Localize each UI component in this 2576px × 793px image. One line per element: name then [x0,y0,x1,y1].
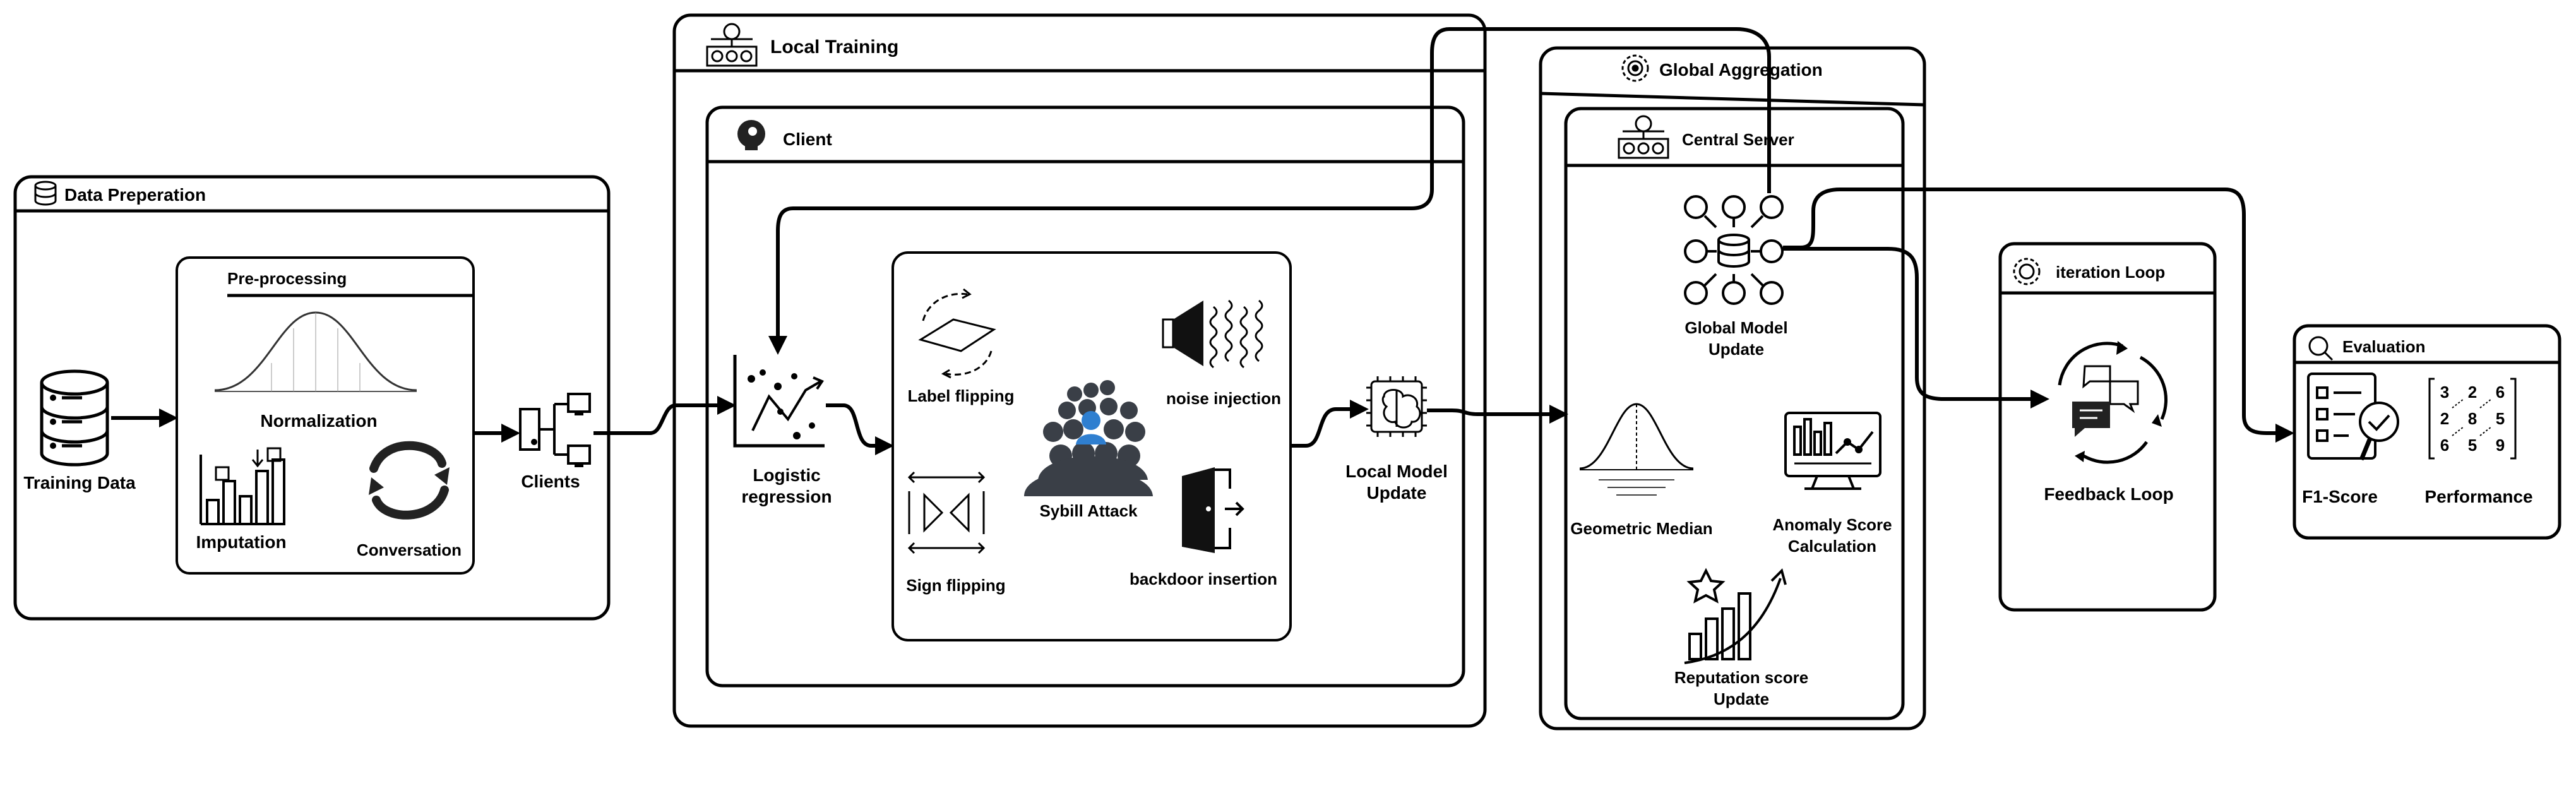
global-model-update-line1: Global Model [1685,318,1787,337]
label-flipping-label: Label flipping [908,386,1015,405]
central-server-panel: Central Server Global Model Update [1564,107,1905,720]
arrow-clients-to-logistic [593,396,736,435]
checklist-icon [2307,373,2399,461]
clients-label: Clients [521,472,580,491]
bar-chart-icon [200,447,285,525]
feedback-loop-label: Feedback Loop [2044,484,2173,504]
flip-arrows-icon [907,471,986,554]
matrix-cell: 8 [2468,409,2477,428]
refresh-arrows-icon [369,441,449,520]
anomaly-score-line2: Calculation [1788,537,1876,556]
arrow-logistic-to-attack [826,403,894,455]
evaluation-title: Evaluation [2342,337,2425,356]
monitor-analytics-icon [1784,412,1881,490]
client-title: Client [783,129,832,149]
preprocessing-panel: Pre-processing Normalization [176,256,475,575]
matrix-icon: 3 2 6 2 8 5 6 5 9 [2428,378,2517,460]
sybil-highlight [1082,411,1100,430]
global-aggregation-panel: Global Aggregation Central Server [1539,46,1926,730]
refresh-arrow-head [369,477,384,495]
matrix-cell: 6 [2440,436,2449,455]
gear-icon [1621,54,1649,82]
matrix-cell: 3 [2440,383,2449,402]
star-growth-icon [1684,568,1787,664]
matrix-cell: 6 [2496,383,2505,402]
scatter-trend-icon [733,355,825,448]
sybil-attack-label: Sybill Attack [1039,501,1138,520]
iteration-loop-title: iteration Loop [2056,263,2165,282]
central-server-title-text: Central Server [1682,130,1794,149]
crowd-icon [1024,380,1153,496]
arrow-global-update-to-evaluation [1783,188,2294,443]
conversation-label: Conversation [357,540,462,559]
rotate-plane-icon [918,288,996,379]
server-stack-icon [706,23,758,67]
reputation-score-line2: Update [1714,689,1769,708]
evaluation-panel: Evaluation F1-Score 3 2 6 2 8 5 6 5 9 [2293,324,2561,540]
matrix-cell: 2 [2440,409,2449,428]
preprocessing-title: Pre-processing [227,269,347,288]
normalization-label: Normalization [260,411,377,431]
local-model-update-line2: Update [1367,483,1427,503]
local-model-update-line1: Local Model [1345,462,1448,481]
speaker-noise-icon [1162,299,1263,369]
iteration-loop-panel: iteration Loop Feedback Loop [1998,242,2217,612]
training-data-label: Training Data [23,473,136,492]
data-preparation-panel: Data Preperation Training Data Pre-proce… [13,175,611,621]
local-training-title: Local Training [770,37,898,57]
data-preparation-title: Data Preperation [64,185,206,205]
matrix-cell: 5 [2496,409,2505,428]
matrix-cell: 2 [2468,383,2477,402]
attack-panel: Label flipping noise injection [891,251,1292,641]
refresh-arrow-head [434,467,450,485]
arrow-global-update-to-logistic [768,27,1771,355]
gear-icon [2013,258,2041,285]
client-network-icon [519,393,591,467]
reputation-score-line1: Reputation score [1674,668,1808,687]
global-aggregation-title: Global Aggregation [1659,60,1823,80]
chat-loop-icon [2058,341,2168,464]
magnifier-icon [2308,336,2334,361]
client-panel: Client Logistic regression [705,105,1465,688]
geometric-median-label: Geometric Median [1570,519,1712,538]
anomaly-score-line1: Anomaly Score [1772,515,1892,534]
global-model-update-line2: Update [1708,340,1764,359]
arrow-attack-to-local-update [1292,400,1369,448]
connectors [111,27,2294,455]
matrix-cell: 5 [2468,436,2477,455]
database-icon [34,181,57,206]
matrix-cell: 9 [2496,436,2505,455]
door-exit-icon [1182,467,1244,553]
ai-head-icon [737,120,765,150]
performance-label: Performance [2424,487,2532,506]
logistic-regression-label-line2: regression [741,487,832,506]
server-stack-icon [1618,115,1669,159]
bell-curve-icon [1579,403,1694,496]
network-database-icon [1684,195,1784,305]
arrow-global-update-to-feedback [1783,247,2049,408]
server-stack-icon [40,369,109,467]
sign-flipping-label: Sign flipping [906,576,1005,595]
f1-score-label: F1-Score [2302,487,2378,506]
noise-injection-label: noise injection [1166,389,1281,408]
bell-curve-icon [214,311,417,392]
ai-chip-icon [1366,376,1427,437]
logistic-regression-label-line1: Logistic [753,465,820,485]
imputation-label: Imputation [196,532,286,552]
local-training-panel: Local Training Client [672,13,1487,728]
backdoor-insertion-label: backdoor insertion [1130,569,1277,588]
sybil-highlight-body [1076,434,1106,444]
arrow-local-update-to-aggregation [1427,405,1568,424]
